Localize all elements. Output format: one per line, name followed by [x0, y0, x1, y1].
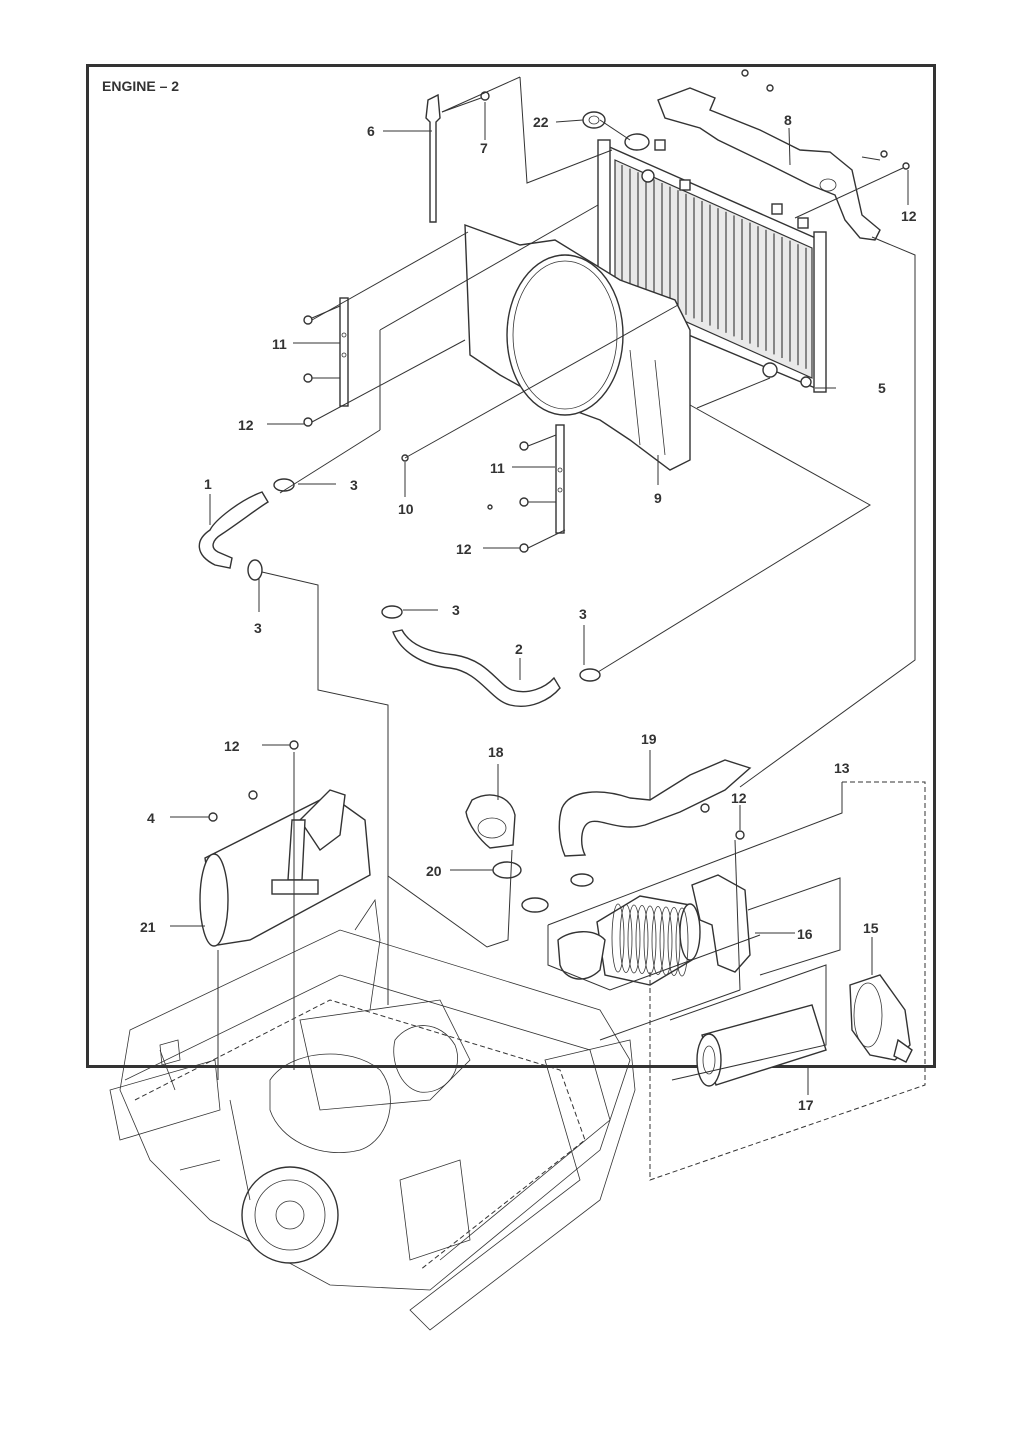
fan-shroud [464, 223, 691, 471]
callout-3-mid: 3 [452, 602, 460, 618]
callout-17: 17 [798, 1097, 814, 1113]
radiator [597, 139, 827, 393]
air-cleaner-rib [675, 907, 689, 977]
callout-12-top-right: 12 [901, 208, 917, 224]
air-cleaner-rib [635, 905, 649, 974]
bolts [208, 69, 910, 840]
callout-3-upper: 3 [350, 477, 358, 493]
callout-12-cleaner: 12 [731, 790, 747, 806]
callout-12-mid: 12 [456, 541, 472, 557]
callouts: 6 7 22 8 12 11 5 12 3 1 11 9 10 12 3 3 3… [140, 112, 917, 1113]
drain-tube [425, 93, 441, 223]
callout-5: 5 [878, 380, 886, 396]
intake-elbow [465, 794, 516, 849]
radiator-bracket [657, 87, 881, 241]
callout-3-left: 3 [254, 620, 262, 636]
callout-3-right: 3 [579, 606, 587, 622]
diagram-title: ENGINE – 2 [102, 78, 179, 94]
callout-12-muffler: 12 [224, 738, 240, 754]
radiator-cap [582, 111, 666, 151]
callout-4: 4 [147, 810, 155, 826]
callout-7: 7 [480, 140, 488, 156]
air-cleaner-rib [619, 904, 633, 973]
intake-pipe [558, 759, 752, 857]
callout-9: 9 [654, 490, 662, 506]
engine-assembly [109, 898, 636, 1331]
air-cleaner-rib [611, 903, 625, 973]
hose-clamps [247, 478, 601, 682]
air-cleaner-rib [651, 906, 665, 975]
callout-13: 13 [834, 760, 850, 776]
callout-21: 21 [140, 919, 156, 935]
callout-2: 2 [515, 641, 523, 657]
callout-16: 16 [797, 926, 813, 942]
lower-hose [392, 629, 561, 707]
callout-8: 8 [784, 112, 792, 128]
leader-lines [170, 76, 926, 1181]
air-cleaner-rib [667, 907, 681, 976]
callout-18: 18 [488, 744, 504, 760]
intake-clamps [492, 861, 594, 913]
diagram-frame [86, 64, 936, 1068]
air-cleaner [557, 874, 751, 986]
air-cleaner-rib [627, 904, 641, 974]
upper-hose [198, 491, 269, 569]
callout-11-lower: 11 [490, 460, 505, 476]
callout-20: 20 [426, 863, 442, 879]
filter-element [696, 1004, 827, 1087]
callout-19: 19 [641, 731, 657, 747]
callout-15: 15 [863, 920, 879, 936]
callout-1: 1 [204, 476, 212, 492]
callout-22: 22 [533, 114, 549, 130]
muffler [199, 789, 371, 947]
stay-upper [339, 297, 349, 407]
callout-11-upper: 11 [272, 336, 287, 352]
callout-10: 10 [398, 501, 414, 517]
callout-12-left: 12 [238, 417, 254, 433]
stay-lower [555, 424, 565, 534]
air-cleaner-rib [659, 906, 673, 976]
air-cleaner-cover [849, 974, 913, 1063]
callout-6: 6 [367, 123, 375, 139]
